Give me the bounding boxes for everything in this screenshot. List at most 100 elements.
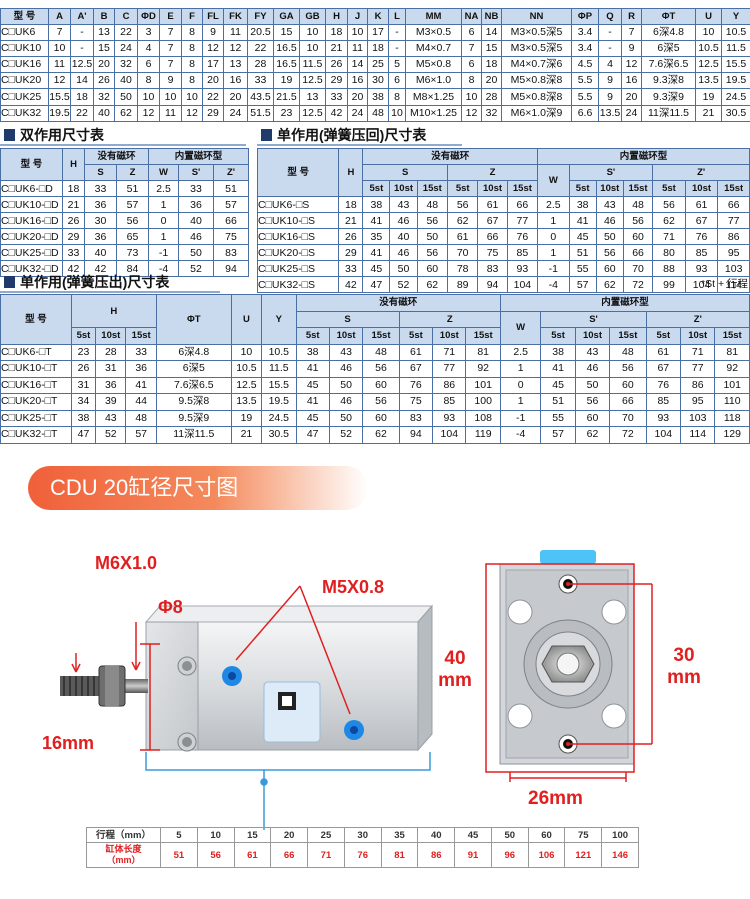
value-cell: 60 bbox=[622, 228, 654, 245]
value-cell: 45 bbox=[540, 376, 576, 394]
value-cell: - bbox=[598, 40, 622, 58]
value-cell: 35 bbox=[362, 228, 391, 245]
value-cell: 71 bbox=[680, 343, 716, 361]
value-cell: 99 bbox=[652, 276, 686, 293]
value-cell: 38 bbox=[70, 409, 97, 427]
value-cell: 101 bbox=[714, 376, 750, 394]
value-cell: 16 bbox=[223, 72, 248, 90]
col-no-magnet: 没有磁环 bbox=[362, 148, 539, 165]
value-cell: 28 bbox=[481, 88, 502, 106]
value-cell: 6 bbox=[388, 72, 406, 90]
value-cell: 50 bbox=[595, 228, 624, 245]
value-cell: 45 bbox=[295, 376, 330, 394]
header-cell: FL bbox=[202, 7, 224, 26]
value-cell: 8 bbox=[181, 56, 203, 74]
value-cell: 6 bbox=[461, 24, 482, 42]
header-cell: 型 号 bbox=[0, 7, 49, 26]
stroke-header-cell: 5st bbox=[645, 327, 682, 345]
value-cell: 10 bbox=[299, 24, 326, 42]
value-cell: 3.4 bbox=[571, 24, 599, 42]
value-cell: 39 bbox=[95, 393, 127, 411]
value-cell: 101 bbox=[465, 376, 501, 394]
value-cell: 33 bbox=[325, 88, 348, 106]
value-cell: 80 bbox=[652, 244, 686, 261]
value-cell: 12.5 bbox=[230, 376, 263, 394]
value-cell: 7 bbox=[159, 56, 182, 74]
value-cell: 93 bbox=[645, 409, 682, 427]
stroke-header-cell: 15st bbox=[714, 327, 750, 345]
value-cell: 67 bbox=[684, 212, 719, 229]
col-z: Z bbox=[398, 310, 501, 328]
value-cell: 24 bbox=[347, 104, 368, 122]
header-cell: K bbox=[367, 7, 389, 26]
port-thread-label: M5X0.8 bbox=[322, 577, 385, 597]
value-cell: 55 bbox=[568, 260, 597, 277]
value-cell: 95 bbox=[680, 393, 716, 411]
end-dimension-lines bbox=[485, 563, 653, 782]
sub-header-cell: W bbox=[148, 164, 180, 181]
sub-header-cell: S' bbox=[178, 164, 215, 181]
model-cell: C□UK10-□S bbox=[256, 212, 340, 229]
value-cell: 61 bbox=[446, 228, 479, 245]
value-cell: 52 bbox=[95, 426, 127, 444]
value-cell: 56 bbox=[652, 196, 686, 213]
value-cell: 10 bbox=[347, 24, 368, 42]
value-cell: 11深11.5 bbox=[155, 426, 232, 444]
header-cell: C bbox=[114, 7, 138, 26]
value-cell: 5.5 bbox=[571, 72, 599, 90]
value-cell: 12.5 bbox=[299, 104, 326, 122]
value-cell: 18 bbox=[325, 24, 348, 42]
value-cell: 7.6深6.5 bbox=[155, 376, 232, 394]
value-cell: 7 bbox=[159, 24, 182, 42]
header-cell: L bbox=[388, 7, 406, 26]
value-cell: 11.5 bbox=[299, 56, 326, 74]
header-cell: E bbox=[159, 7, 182, 26]
value-cell: 8 bbox=[181, 72, 203, 90]
value-cell: M3×0.5深5 bbox=[501, 24, 572, 42]
value-cell: 67 bbox=[645, 360, 682, 378]
length-value: 91 bbox=[454, 842, 492, 868]
value-cell: 41 bbox=[540, 360, 576, 378]
header-cell: NB bbox=[481, 7, 502, 26]
col-model: 型 号 bbox=[0, 294, 72, 345]
value-cell: 10 bbox=[181, 88, 203, 106]
value-cell: 114 bbox=[680, 426, 716, 444]
model-cell: C□UK16-□T bbox=[0, 376, 72, 394]
model-cell: C□UK25-□S bbox=[256, 260, 340, 277]
value-cell: 28 bbox=[95, 343, 127, 361]
value-cell: - bbox=[70, 40, 94, 58]
value-cell: 77 bbox=[506, 212, 539, 229]
value-cell: 19.5 bbox=[261, 393, 297, 411]
value-cell: 52 bbox=[389, 276, 418, 293]
col-z: Z bbox=[446, 164, 539, 181]
value-cell: -4 bbox=[148, 260, 180, 277]
value-cell: 46 bbox=[328, 393, 364, 411]
value-cell: 24 bbox=[114, 40, 138, 58]
value-cell: 45 bbox=[362, 260, 391, 277]
stroke-header-cell: 5st bbox=[446, 180, 479, 197]
value-cell: 48 bbox=[416, 196, 448, 213]
value-cell: 119 bbox=[465, 426, 501, 444]
value-cell: 36 bbox=[84, 228, 117, 245]
value-cell: 43 bbox=[95, 409, 127, 427]
value-cell: 6深4.8 bbox=[155, 343, 232, 361]
value-cell: 19.5 bbox=[721, 72, 750, 90]
stroke-header-cell: 5st bbox=[295, 327, 330, 345]
value-cell: -1 bbox=[537, 260, 570, 277]
cylinder-end-view bbox=[499, 550, 635, 765]
value-cell: 18 bbox=[338, 196, 364, 213]
value-cell: 15.5 bbox=[721, 56, 750, 74]
cdu20-drawing-banner: CDU 20缸径尺寸图 bbox=[28, 466, 368, 510]
header-cell: Y bbox=[721, 7, 750, 26]
value-cell: 45 bbox=[295, 409, 330, 427]
value-cell: 129 bbox=[714, 426, 750, 444]
value-cell: 85 bbox=[506, 244, 539, 261]
value-cell: 5 bbox=[388, 56, 406, 74]
model-cell: C□UK6-□T bbox=[0, 343, 72, 361]
model-cell: C□UK6-□S bbox=[256, 196, 340, 213]
value-cell: 8 bbox=[461, 72, 482, 90]
